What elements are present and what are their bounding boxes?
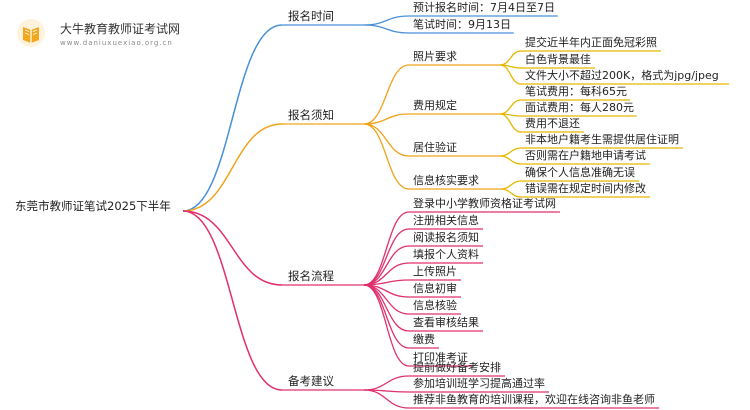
leaf-connector (499, 113, 522, 133)
leaf-label: 笔试时间：9月13日 (413, 18, 511, 31)
leaf-label: 打印准考证 (413, 351, 468, 364)
branch-connector (182, 210, 283, 391)
leaf-label: 笔试费用：每科65元 (525, 85, 627, 98)
book-logo-icon (17, 19, 45, 47)
leaf-label: 上传照片 (413, 265, 457, 278)
leaf-connector (363, 284, 410, 349)
leaf-connector (500, 180, 522, 190)
sub-branch-label: 照片要求 (413, 50, 457, 63)
leaf-connector (499, 155, 522, 165)
branch-connector (182, 210, 283, 286)
leaf-label: 信息核验 (413, 299, 457, 312)
sub-connector (363, 123, 410, 157)
leaf-label: 非本地户籍考生需提供居住证明 (525, 133, 679, 146)
leaf-connector (499, 99, 522, 115)
branch-connector (182, 123, 283, 212)
leaf-label: 缴费 (413, 333, 435, 346)
leaf-label: 面试费用：每人280元 (525, 101, 634, 114)
leaf-label: 确保个人信息准确无误 (525, 166, 635, 179)
root-topic: 东莞市教师证笔试2025下半年 (15, 199, 171, 213)
site-logo: 大牛教育教师证考试网 www.daniuxuexiao.org.cn (8, 12, 208, 52)
leaf-label: 预计报名时间：7月4日至7日 (413, 1, 555, 14)
branch-label-2: 报名流程 (288, 269, 334, 283)
sub-branch-label: 信息核实要求 (413, 174, 479, 187)
leaf-label: 登录中小学教师资格证考试网 (413, 197, 556, 210)
leaf-label: 提前做好备考安排 (413, 361, 501, 374)
sub-connector (363, 64, 410, 125)
leaf-connector (499, 147, 522, 157)
leaf-connector (363, 245, 410, 286)
leaf-label: 阅读报名须知 (413, 231, 479, 244)
branch-connector (182, 24, 283, 212)
logo-subtitle: www.daniuxuexiao.org.cn (60, 39, 173, 47)
leaf-connector (363, 284, 410, 315)
leaf-connector (363, 228, 410, 286)
leaf-label: 推荐非鱼教育的培训课程，欢迎在线咨询非鱼老师 (413, 393, 655, 406)
leaf-label: 否则需在户籍地申请考试 (525, 149, 646, 162)
leaf-label: 白色背景最佳 (525, 53, 591, 66)
leaf-connector (500, 188, 522, 198)
leaf-label: 费用不退还 (525, 117, 580, 130)
branch-label-1: 报名须知 (288, 108, 334, 122)
leaf-connector (363, 389, 410, 409)
leaf-label: 参加培训班学习提高通过率 (413, 377, 545, 390)
leaf-label: 信息初审 (413, 282, 457, 295)
leaf-connector (363, 15, 410, 26)
leaf-label: 文件大小不超过200K，格式为jpg/jpeg (525, 69, 719, 82)
branch-label-3: 备考建议 (288, 374, 334, 388)
leaf-connector (363, 24, 410, 34)
leaf-label: 提交近半年内正面免冠彩照 (525, 36, 657, 49)
leaf-connector (499, 64, 522, 85)
sub-branch-label: 居住验证 (413, 141, 457, 154)
sub-connector (363, 123, 410, 190)
leaf-label: 注册相关信息 (413, 214, 479, 227)
leaf-label: 错误需在规定时间内修改 (525, 182, 646, 195)
leaf-label: 填报个人资料 (413, 248, 479, 261)
leaf-connector (363, 284, 410, 367)
leaf-label: 查看审核结果 (413, 316, 479, 329)
logo-title: 大牛教育教师证考试网 (60, 22, 181, 36)
leaf-connector (499, 50, 522, 66)
leaf-connector (363, 375, 410, 391)
sub-connector (363, 113, 410, 125)
sub-branch-label: 费用规定 (413, 99, 457, 112)
branch-label-0: 报名时间 (288, 9, 334, 23)
